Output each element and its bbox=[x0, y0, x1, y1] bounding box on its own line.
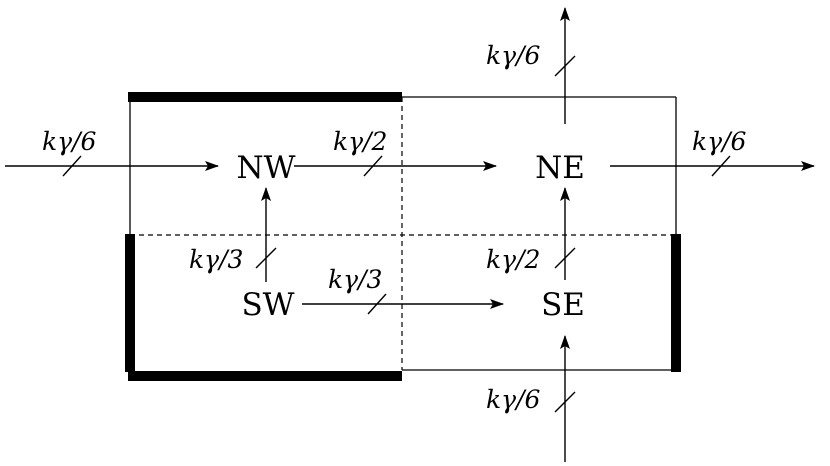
thick-walls bbox=[125, 92, 681, 381]
region-sw-label: SW bbox=[241, 287, 294, 323]
label-sw-to-nw: kγ/3 bbox=[189, 245, 243, 274]
tick-outflow-east bbox=[711, 155, 731, 177]
tick-inflow-west bbox=[62, 155, 82, 177]
flow-tick-marks bbox=[62, 55, 731, 413]
tick-sw-to-se bbox=[367, 293, 387, 315]
tick-se-to-ne bbox=[554, 247, 576, 269]
tick-sw-to-nw bbox=[255, 247, 277, 269]
region-ne-label: NE bbox=[535, 150, 585, 186]
region-boundaries bbox=[129, 96, 677, 371]
label-outflow-north: kγ/6 bbox=[486, 41, 541, 70]
label-nw-to-ne: kγ/2 bbox=[333, 127, 387, 156]
internal-dividers bbox=[130, 97, 676, 370]
region-nw-label: NW bbox=[237, 150, 296, 186]
label-outflow-east: kγ/6 bbox=[692, 127, 747, 156]
tick-outflow-north bbox=[554, 55, 576, 77]
label-inflow-south: kγ/6 bbox=[486, 385, 541, 414]
tick-inflow-south bbox=[554, 391, 576, 413]
label-se-to-ne: kγ/2 bbox=[486, 245, 540, 274]
region-se-label: SE bbox=[541, 287, 585, 323]
region-labels: NW NE SW SE bbox=[237, 150, 585, 323]
flow-labels: kγ/6 kγ/2 kγ/6 kγ/6 kγ/3 kγ/3 kγ/2 kγ/6 bbox=[42, 41, 747, 414]
label-sw-to-se: kγ/3 bbox=[328, 265, 382, 294]
label-inflow-west: kγ/6 bbox=[42, 127, 97, 156]
tick-nw-to-ne bbox=[363, 155, 383, 177]
